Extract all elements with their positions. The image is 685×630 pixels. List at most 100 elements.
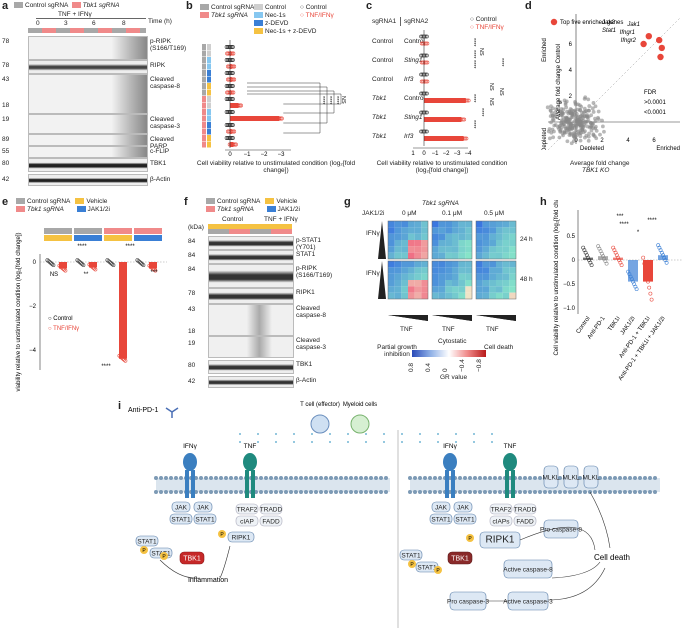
g-cell (476, 240, 483, 247)
b-treat-strip-13 (207, 128, 211, 135)
i-lipid (558, 490, 562, 494)
g-cell (496, 286, 503, 293)
e-legend-control: Control sgRNA (27, 198, 70, 205)
i-cytokine-dot (437, 433, 439, 435)
g-cell (421, 280, 428, 287)
i-lipid (633, 490, 637, 494)
i-cytokine-dot (419, 441, 421, 443)
b-sig-bracket-1 (247, 86, 328, 124)
i-lipid (199, 476, 203, 480)
c-point-3-1-3 (465, 98, 470, 103)
i-left-p-1 (160, 552, 168, 560)
i-lipid (418, 476, 422, 480)
g-cell (482, 261, 490, 268)
i-lipid (598, 490, 602, 494)
i-lipid (364, 490, 368, 494)
e-sig-3: ** (84, 272, 89, 278)
f-blot-0 (208, 236, 294, 250)
b-point-3-4 (230, 64, 235, 69)
panel-label-h: h (540, 196, 547, 208)
g-cell (394, 252, 402, 259)
e-point-0-1-0 (57, 263, 62, 268)
i-lipid (603, 476, 607, 480)
c-point-0-1-2 (422, 41, 427, 46)
b-point-11-5 (279, 116, 284, 121)
i-receptor-tm-3a (505, 470, 509, 498)
d-gene-point (571, 139, 576, 143)
g-cell (388, 292, 395, 299)
i-lipid (618, 476, 622, 480)
h-point-4-3 (644, 273, 649, 278)
h-ytick-1: 0 (572, 258, 576, 264)
f-band-label-1: STAT1 (296, 251, 316, 258)
i-right-stat-1: STAT1 (431, 517, 451, 524)
i-lipid (229, 476, 233, 480)
i-left-jak-2-box (193, 501, 213, 513)
i-lipid (488, 490, 492, 494)
i-left-fadd-box (259, 515, 283, 527)
c-point-0-0-0 (419, 34, 424, 39)
g-cell (445, 261, 452, 268)
i-lipid (229, 490, 233, 494)
i-lipid (518, 490, 522, 494)
d-gene-label-4: Ifngr2 (621, 38, 637, 44)
f-band-label-0: p-STAT1 (Y701) (296, 237, 322, 251)
g-cell (482, 273, 490, 280)
g-cell (502, 292, 510, 299)
f-blot-2 (208, 264, 294, 288)
g-cell (432, 273, 439, 280)
i-lipid (264, 490, 268, 494)
d-gene-point (585, 124, 590, 129)
g-cell (408, 273, 415, 280)
g-cell (438, 227, 446, 234)
b-swatch-tbk1 (200, 12, 209, 19)
b-xlabel: Cell viability relative to unstimulated … (196, 160, 356, 174)
g-cell (452, 286, 459, 293)
g-cell (496, 261, 503, 268)
g-cell (432, 221, 439, 228)
b-group-strip-10 (202, 109, 206, 115)
g-cell (465, 273, 472, 280)
g-cell (476, 273, 483, 280)
g-gr-tick-3: −0.4 (459, 359, 466, 372)
e-point-2-0-5 (111, 263, 116, 268)
g-cell (401, 246, 408, 253)
i-cytokine-dot (437, 441, 439, 443)
b-point-9-3 (236, 103, 241, 108)
d-gene-point (553, 110, 558, 115)
c-point-4-1-2 (459, 117, 464, 122)
f-legend: Control sgRNA Vehicle Tbk1 sgRNA JAK1/2i (206, 198, 300, 214)
e-point-2-0-0 (105, 258, 110, 263)
g-cell (465, 292, 472, 299)
g-cell (432, 252, 439, 259)
a-blot-6 (28, 146, 148, 158)
d-gene-label-2: Jak1 (626, 22, 640, 28)
e-sig-5: **** (101, 364, 111, 370)
d-ytick-0: 6 (569, 42, 573, 48)
i-lipid (284, 490, 288, 494)
g-cell (502, 267, 510, 274)
b-dot-tnf: TNF/IFNγ (305, 12, 334, 19)
g-cell (482, 233, 490, 240)
b-point-4-5 (230, 70, 235, 75)
c-point-4-1-1 (458, 117, 462, 122)
c-point-3-1-4 (466, 98, 471, 103)
e-group-bar-2 (104, 228, 132, 234)
i-lipid (623, 476, 627, 480)
i-left-p-label-1: P (162, 554, 166, 560)
g-cell (408, 240, 415, 247)
g-cell (482, 240, 490, 247)
i-lipid (234, 476, 238, 480)
i-lipid (413, 476, 417, 480)
d-gene-point (547, 136, 552, 141)
g-heatmap (378, 220, 517, 321)
c-tick-4: −3 (454, 151, 462, 156)
i-antibody-icon (165, 407, 179, 418)
d-gene-label-0: Jak2 (601, 20, 615, 26)
g-cell (388, 286, 395, 293)
e-ylabel: Cell viability relative to unstimulated … (16, 232, 22, 393)
d-gene-point (596, 115, 600, 120)
g-tnf-wedge (388, 315, 428, 321)
